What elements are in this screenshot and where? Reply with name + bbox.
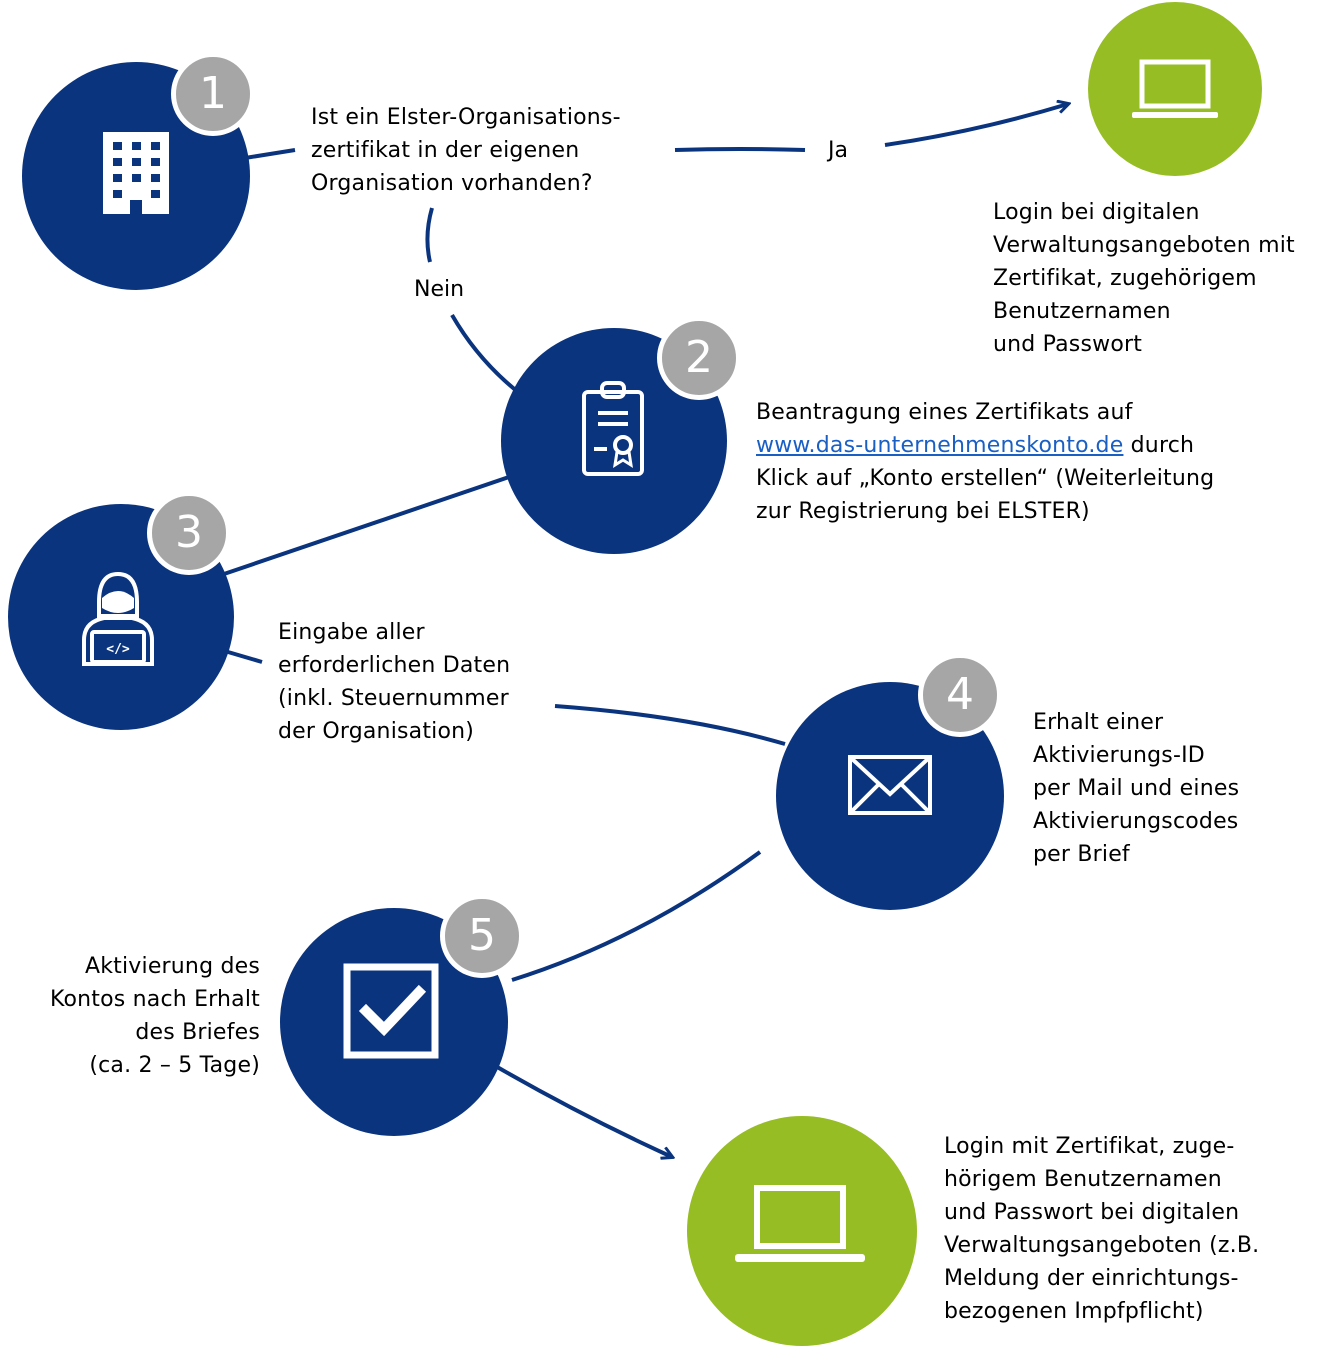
step-4-badge: 4 — [918, 653, 1002, 737]
step-5-circle — [280, 908, 508, 1136]
branch-yes-label: Ja — [822, 138, 854, 164]
question-text: Ist ein Elster-Organisations- zertifikat… — [311, 105, 621, 196]
connector-nein-2 — [450, 313, 520, 394]
unternehmenskonto-link[interactable]: www.das-unternehmenskonto.de — [756, 433, 1124, 458]
step-3-badge: 3 — [147, 491, 231, 575]
envelope-icon — [848, 755, 932, 815]
login-top-text: Login bei digitalen Verwaltungsangeboten… — [993, 200, 1295, 357]
svg-text:</>: </> — [106, 642, 130, 657]
laptop-icon — [735, 1185, 865, 1262]
connector-1-question — [244, 148, 296, 160]
login-bottom-circle — [687, 1116, 917, 1346]
connector-2-3 — [223, 474, 513, 576]
arrow-5-login — [490, 1062, 672, 1157]
clipboard-certificate-icon — [582, 381, 644, 476]
developer-laptop-icon: </> — [82, 571, 154, 666]
connector-4-5 — [511, 850, 762, 982]
connector-3-text — [227, 650, 263, 664]
step-3-text: Eingabe aller erforderlichen Daten (inkl… — [278, 620, 511, 744]
step-4-text: Erhalt einer Aktivierungs-ID per Mail un… — [1033, 710, 1240, 867]
step-5-badge: 5 — [440, 894, 524, 978]
login-top-circle — [1088, 2, 1262, 176]
branch-no-label: Nein — [408, 277, 471, 303]
step-5-text: Aktivierung des Kontos nach Erhalt des B… — [49, 954, 260, 1078]
connector-question-nein — [425, 207, 434, 263]
step-2-text: Beantragung eines Zertifikats auf www.da… — [756, 400, 1215, 524]
connector-question-ja — [674, 147, 806, 152]
step-2-badge: 2 — [657, 316, 741, 400]
step-1-badge: 1 — [171, 52, 255, 136]
checkbox-check-icon — [343, 963, 439, 1059]
arrow-ja-login — [884, 104, 1068, 147]
login-bottom-text: Login mit Zertifikat, zuge- hörigem Benu… — [944, 1134, 1260, 1324]
laptop-icon — [1132, 59, 1218, 118]
building-icon — [103, 132, 169, 214]
connector-text-4 — [554, 704, 786, 746]
